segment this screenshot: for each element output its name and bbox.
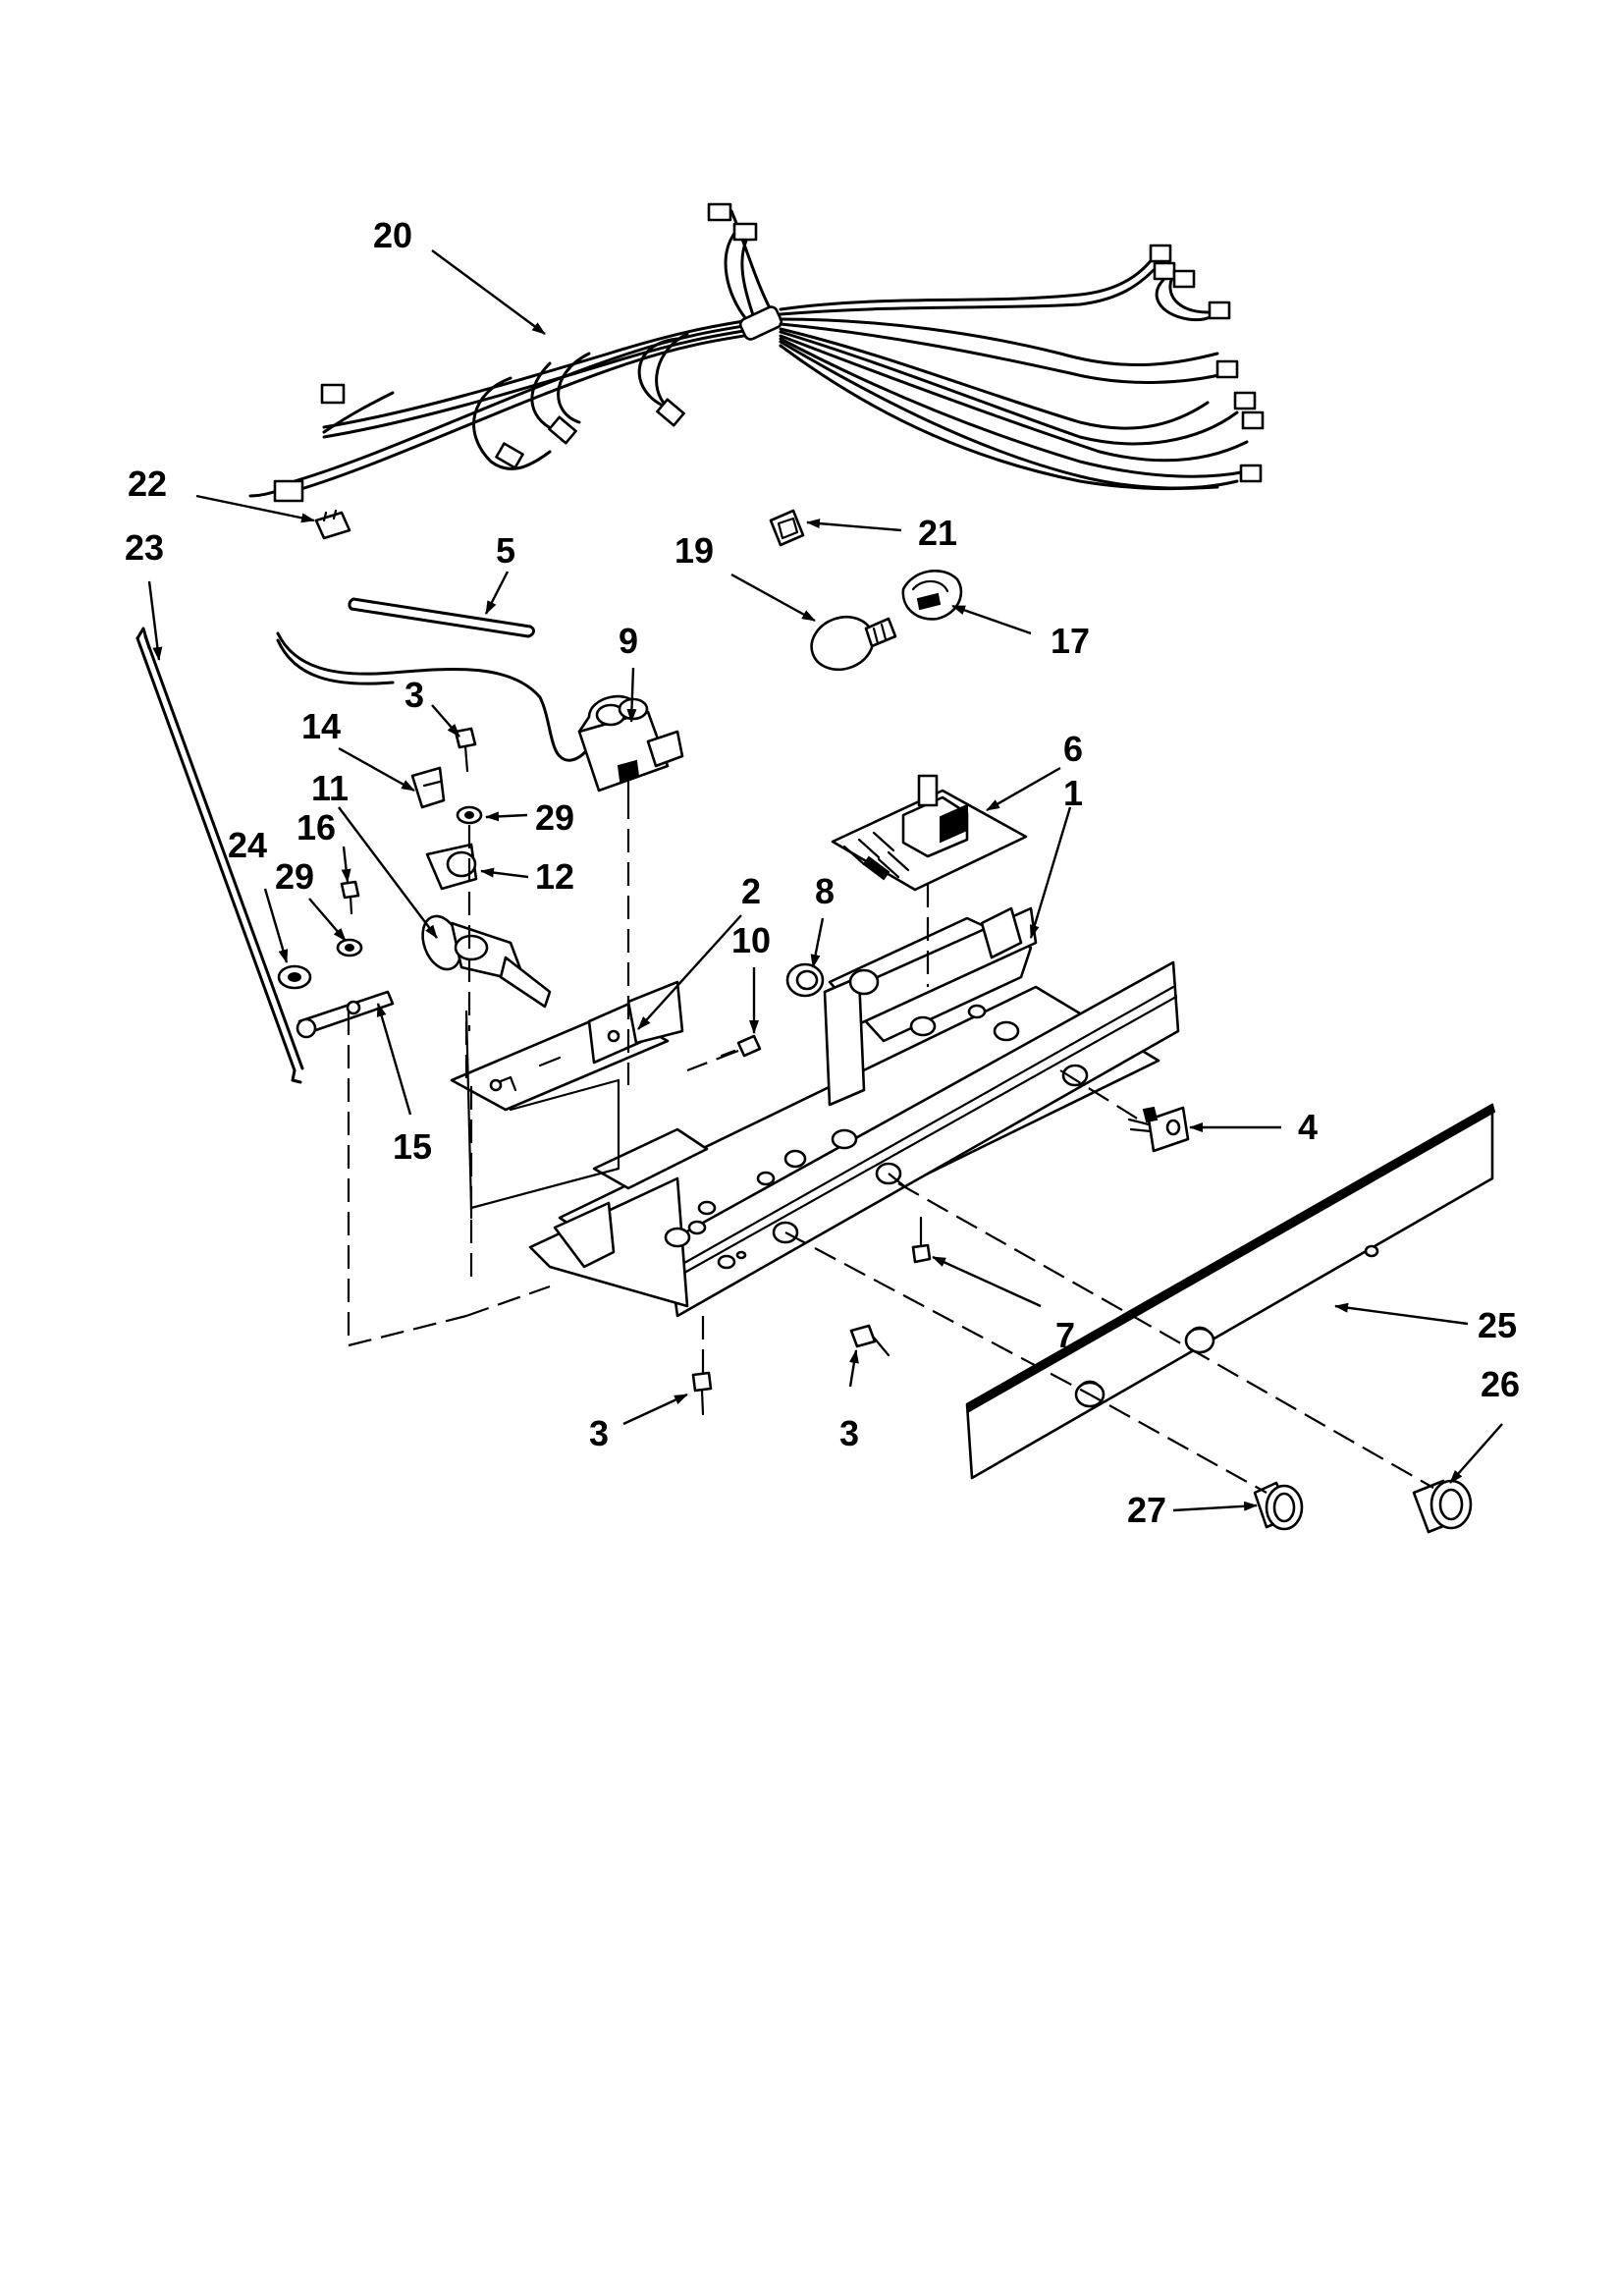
part-26-knob [1412, 1479, 1473, 1534]
part-22-clip [314, 509, 351, 540]
callout-5: 5 [496, 530, 515, 571]
callout-2: 2 [741, 871, 761, 911]
callout-12: 12 [535, 856, 574, 897]
callout-21: 21 [918, 513, 957, 553]
part-14-clip [410, 766, 446, 809]
part-3-screw-top [454, 727, 477, 773]
callout-22: 22 [128, 464, 167, 504]
part-15-lever [296, 990, 395, 1039]
part-6-control-board [831, 774, 1028, 892]
callout-10: 10 [731, 920, 771, 960]
callout-9: 9 [619, 621, 638, 661]
part-29-washer-top [456, 805, 483, 825]
capillary-tube [276, 631, 591, 762]
part-3-screw-bottom-right [849, 1324, 890, 1357]
callout-6: 6 [1063, 729, 1083, 769]
wire-harness [248, 202, 1265, 503]
callout-labels: 20 22 23 21 19 17 5 9 3 14 29 11 12 24 1… [125, 215, 1520, 1530]
part-23-rod [135, 627, 304, 1084]
callout-16: 16 [297, 807, 336, 847]
callout-15: 15 [393, 1126, 432, 1167]
callout-3-bottom-left: 3 [589, 1413, 609, 1453]
part-17-socket [901, 570, 963, 621]
callout-3-bottom-right: 3 [839, 1413, 859, 1453]
part-16-screw [340, 880, 360, 915]
callout-1: 1 [1063, 773, 1083, 813]
assembly-lines [347, 795, 1434, 1494]
part-19-bulb [810, 615, 897, 672]
part-24-washer [277, 964, 312, 990]
part-7-screw [911, 1216, 932, 1264]
part-2-bracket [450, 980, 684, 1112]
part-29-washer-left [336, 938, 363, 957]
callout-17: 17 [1051, 621, 1090, 661]
part-8-grommet [785, 962, 825, 998]
part-3-screw-bottom-left [691, 1371, 713, 1416]
part-5-tube [348, 597, 535, 638]
callout-arrows [147, 249, 1503, 1512]
callout-20: 20 [373, 215, 412, 255]
part-1-control-housing [528, 906, 1180, 1318]
part-21-clip [769, 509, 805, 547]
part-10-screw [720, 1034, 762, 1058]
callout-14: 14 [301, 706, 341, 746]
callout-24: 24 [228, 825, 267, 865]
callout-27: 27 [1127, 1490, 1166, 1530]
callout-8: 8 [815, 871, 835, 911]
callout-25: 25 [1478, 1305, 1517, 1345]
callout-3-top: 3 [404, 675, 424, 715]
callout-23: 23 [125, 527, 164, 568]
part-11-thermostat [421, 914, 552, 1009]
part-4-light-switch [1127, 1106, 1190, 1153]
callout-7: 7 [1055, 1315, 1075, 1355]
callout-29-top: 29 [535, 797, 574, 838]
part-25-trim-panel [965, 1103, 1496, 1480]
callout-26: 26 [1481, 1364, 1520, 1404]
part-27-lens [1253, 1481, 1304, 1531]
callout-4: 4 [1298, 1107, 1318, 1147]
callout-11: 11 [311, 768, 349, 808]
callout-29-left: 29 [275, 856, 314, 897]
callout-19: 19 [674, 530, 714, 571]
